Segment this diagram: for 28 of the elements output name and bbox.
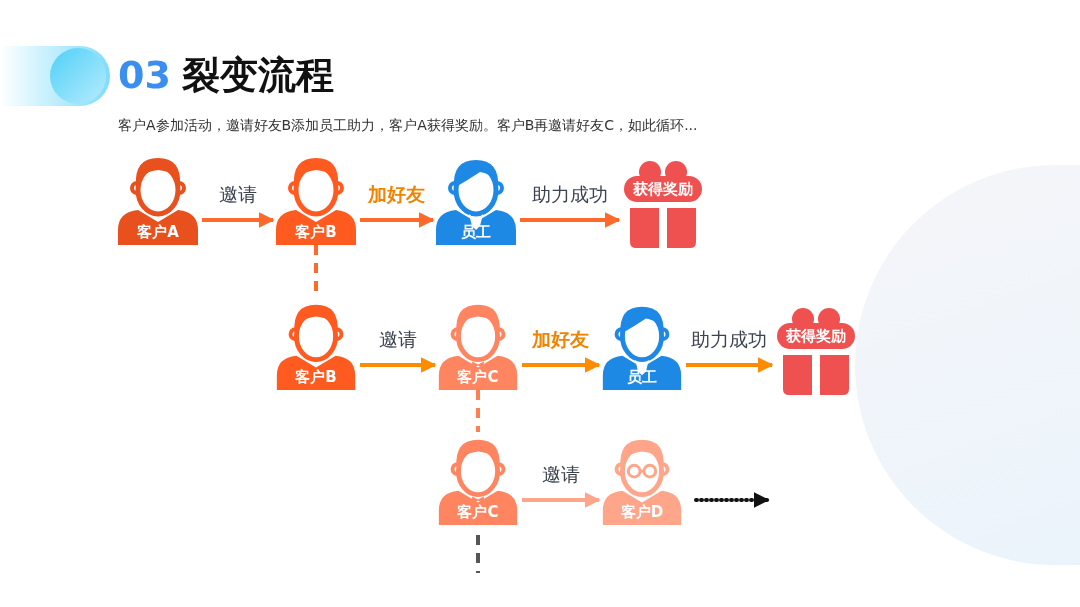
arrow bbox=[360, 212, 435, 228]
person-label: 客户A bbox=[136, 222, 180, 242]
edge-label: 加好友 bbox=[532, 327, 589, 351]
arrow bbox=[360, 357, 437, 373]
reward-label: 获得奖励 bbox=[632, 179, 694, 200]
edge-label: 助力成功 bbox=[531, 182, 608, 206]
title: 裂变流程 bbox=[182, 52, 334, 99]
edge-label: 邀请 bbox=[378, 327, 417, 351]
dashed-connector bbox=[476, 535, 480, 573]
arrow bbox=[202, 212, 275, 228]
person-label: 客户C bbox=[456, 367, 500, 387]
arrow bbox=[522, 357, 601, 373]
arrow bbox=[520, 212, 621, 228]
dashed-connector bbox=[694, 492, 770, 508]
person-label: 客户C bbox=[456, 502, 500, 522]
person-label: 客户B bbox=[294, 222, 338, 242]
dashed-connector bbox=[476, 390, 480, 432]
edge-label: 邀请 bbox=[218, 182, 257, 206]
edge-label: 助力成功 bbox=[691, 327, 767, 351]
person-label: 客户D bbox=[619, 502, 665, 522]
reward-label: 获得奖励 bbox=[785, 326, 847, 347]
description: 客户A参加活动，邀请好友B添加员工助力，客户A获得奖励。客户B再邀请好友C，如此循环... bbox=[118, 116, 698, 135]
edge-label: 加好友 bbox=[368, 182, 425, 206]
person-label: 客户B bbox=[294, 367, 338, 387]
edge-label: 邀请 bbox=[541, 462, 580, 486]
arrow bbox=[686, 357, 774, 373]
section-number: 03 bbox=[118, 52, 171, 98]
arrow bbox=[522, 492, 601, 508]
